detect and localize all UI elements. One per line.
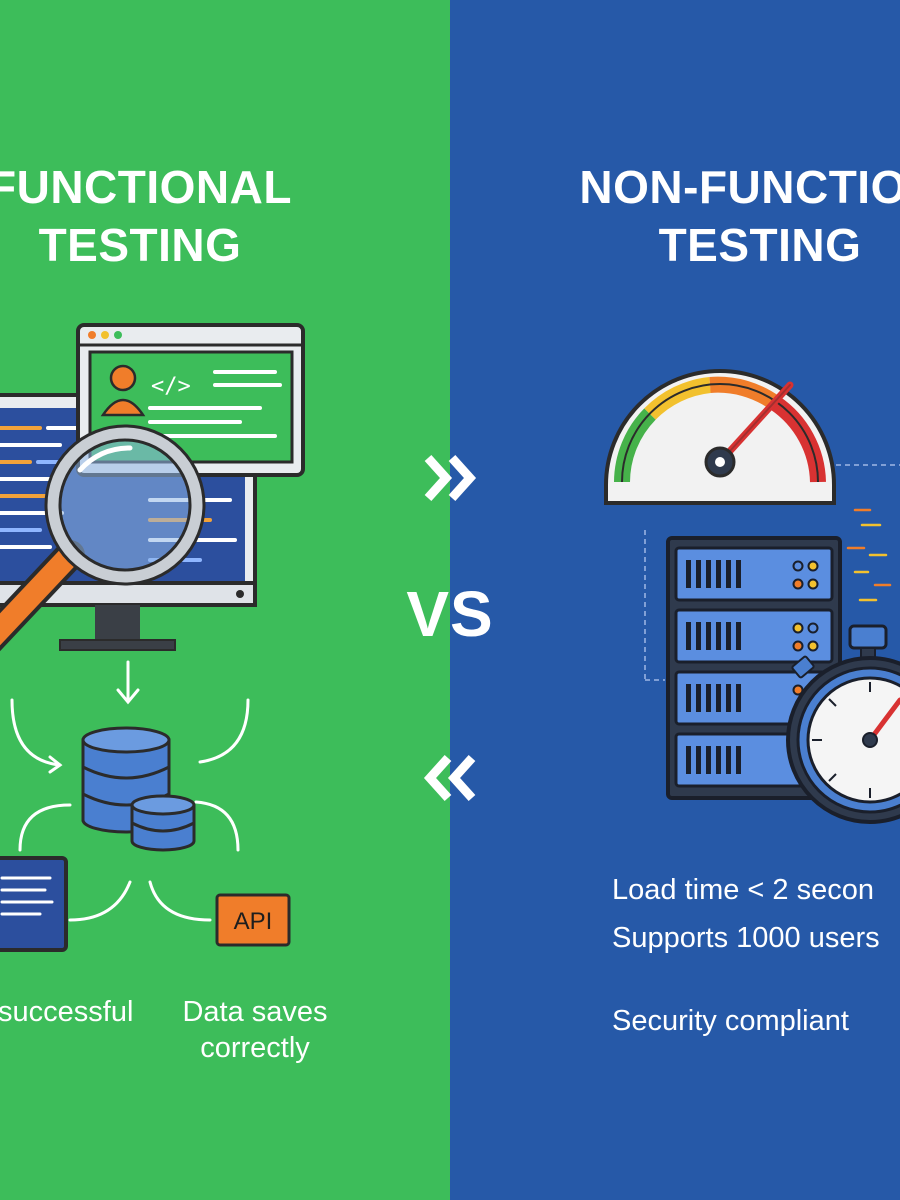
caption-data-line-2: correctly bbox=[200, 1032, 310, 1064]
down-arrow-icon bbox=[116, 660, 140, 705]
data-stream-icon bbox=[846, 508, 892, 602]
client-screen-icon bbox=[0, 856, 68, 952]
title-line-2: TESTING bbox=[38, 219, 242, 271]
title-line-2: TESTING bbox=[658, 219, 862, 271]
non-functional-testing-title: NON-FUNCTION TESTING bbox=[545, 158, 900, 274]
metric-supports-users: Supports 1000 users bbox=[612, 922, 880, 954]
api-label: API bbox=[234, 908, 273, 935]
functional-illustration: </> bbox=[0, 323, 305, 952]
non-functional-illustration bbox=[604, 369, 900, 824]
api-box-icon: API bbox=[215, 893, 291, 947]
flow-arrows-icon bbox=[10, 698, 250, 922]
caption-login-successful: successful bbox=[0, 996, 134, 1028]
server-unit bbox=[674, 608, 834, 664]
metric-security-compliant: Security compliant bbox=[612, 1005, 849, 1037]
non-functional-testing-panel: NON-FUNCTION TESTING bbox=[450, 0, 900, 1200]
browser-window-icon: </> bbox=[76, 323, 305, 477]
functional-testing-title: FUNCTIONAL TESTING bbox=[0, 158, 300, 274]
database-icon bbox=[81, 726, 196, 852]
title-line-1: FUNCTIONAL bbox=[0, 161, 292, 213]
metric-load-time: Load time < 2 secon bbox=[612, 874, 874, 906]
caption-data-saves: Data saves correctly bbox=[180, 994, 330, 1066]
stopwatch-icon bbox=[786, 624, 900, 824]
functional-testing-panel: FUNCTIONAL TESTING bbox=[0, 0, 450, 1200]
speedometer-icon bbox=[604, 369, 836, 505]
server-rack-icon bbox=[666, 536, 842, 800]
magnifying-glass-icon bbox=[0, 424, 206, 652]
title-line-1: NON-FUNCTION bbox=[579, 161, 900, 213]
caption-data-line-1: Data saves bbox=[182, 996, 328, 1028]
code-tag-label: </> bbox=[151, 374, 191, 399]
server-unit bbox=[674, 546, 834, 602]
